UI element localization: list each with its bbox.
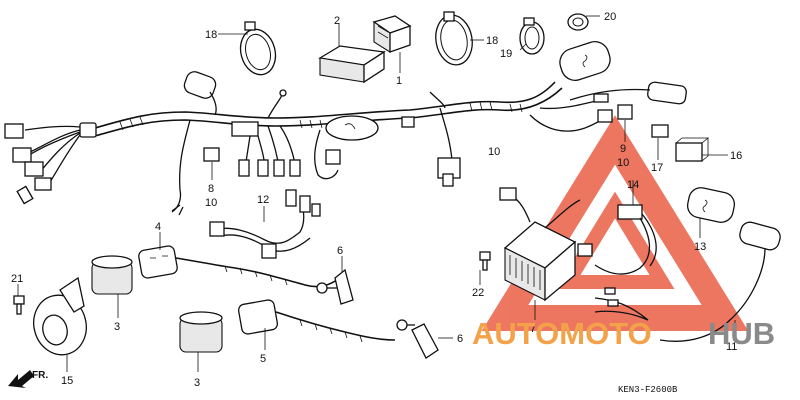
callout-18-right: 18 bbox=[486, 35, 498, 47]
watermark-text: AUTOMOTO HUB bbox=[472, 316, 775, 351]
small-relay-8 bbox=[203, 147, 220, 162]
callout-21: 21 bbox=[11, 273, 23, 285]
coil-body-3-lower bbox=[179, 311, 223, 353]
callout-14: 14 bbox=[627, 179, 639, 191]
small-clamp-19 bbox=[519, 17, 545, 55]
main-wire-harness bbox=[4, 41, 687, 216]
callout-13: 13 bbox=[694, 241, 706, 253]
center-sleeve bbox=[325, 115, 379, 141]
callout-6-upper: 6 bbox=[337, 245, 343, 257]
callout-3-lower: 3 bbox=[194, 377, 200, 389]
callout-8: 8 bbox=[208, 183, 214, 195]
small-clamp-20 bbox=[567, 13, 589, 31]
horn-15 bbox=[33, 276, 87, 356]
ignition-coil-4 bbox=[138, 245, 341, 288]
callout-19: 19 bbox=[500, 48, 512, 60]
coil-body-3-upper bbox=[91, 255, 133, 295]
small-part-17 bbox=[651, 124, 669, 138]
upper-right-sleeve bbox=[559, 41, 611, 81]
callout-10-center: 10 bbox=[488, 146, 500, 158]
callout-16: 16 bbox=[730, 150, 742, 162]
callout-18-left: 18 bbox=[205, 29, 217, 41]
relay-16 bbox=[675, 137, 710, 162]
callout-4: 4 bbox=[155, 221, 161, 233]
clamp-band-right bbox=[435, 11, 473, 66]
harness-11 bbox=[594, 221, 781, 342]
bolt-22 bbox=[479, 251, 491, 271]
switch-14 bbox=[594, 204, 657, 275]
callout-11: 11 bbox=[726, 341, 737, 353]
callout-6-lower: 6 bbox=[457, 333, 463, 345]
callout-9: 9 bbox=[620, 143, 626, 155]
plug-cap-6-upper bbox=[316, 268, 354, 305]
coupler-block bbox=[372, 15, 412, 53]
front-direction-arrow: FR. bbox=[8, 370, 48, 388]
callout-17: 17 bbox=[651, 162, 663, 174]
left-connector-group bbox=[4, 123, 52, 205]
callout-5: 5 bbox=[260, 353, 266, 365]
callout-3-upper: 3 bbox=[114, 321, 120, 333]
watermark-hub-text: HUB bbox=[708, 316, 775, 351]
callout-7: 7 bbox=[530, 323, 536, 335]
watermark-auto-text: AUTOMOTO bbox=[472, 316, 652, 351]
clamp-band-left bbox=[239, 21, 277, 76]
ignition-coil-5 bbox=[237, 299, 396, 343]
callout-15: 15 bbox=[61, 375, 73, 387]
callout-12: 12 bbox=[257, 194, 269, 206]
callout-10-right: 10 bbox=[617, 157, 629, 169]
sub-harness-12 bbox=[209, 189, 321, 259]
regulator-rectifier-7 bbox=[499, 187, 593, 302]
front-direction-label: FR. bbox=[32, 370, 48, 381]
small-relay-9 bbox=[617, 104, 633, 120]
leader-lines bbox=[17, 15, 736, 372]
callout-2: 2 bbox=[334, 15, 340, 27]
control-unit bbox=[318, 45, 386, 84]
sleeve-13 bbox=[686, 187, 736, 223]
callout-1: 1 bbox=[396, 75, 402, 87]
coil-connector bbox=[314, 129, 341, 180]
callout-22: 22 bbox=[472, 287, 484, 299]
bolt-21 bbox=[13, 295, 25, 315]
callout-20: 20 bbox=[604, 11, 616, 23]
center-connector-cluster bbox=[231, 89, 301, 177]
right-tube-sleeve bbox=[569, 81, 687, 105]
diagram-code: KEN3-F2600B bbox=[618, 385, 678, 395]
upper-left-sleeve bbox=[183, 71, 217, 116]
callout-10-left: 10 bbox=[205, 197, 217, 209]
plug-cap-6-lower bbox=[396, 319, 439, 359]
callout-numbers: 18 2 1 18 19 20 8 10 10 9 10 17 16 14 12… bbox=[11, 11, 742, 389]
